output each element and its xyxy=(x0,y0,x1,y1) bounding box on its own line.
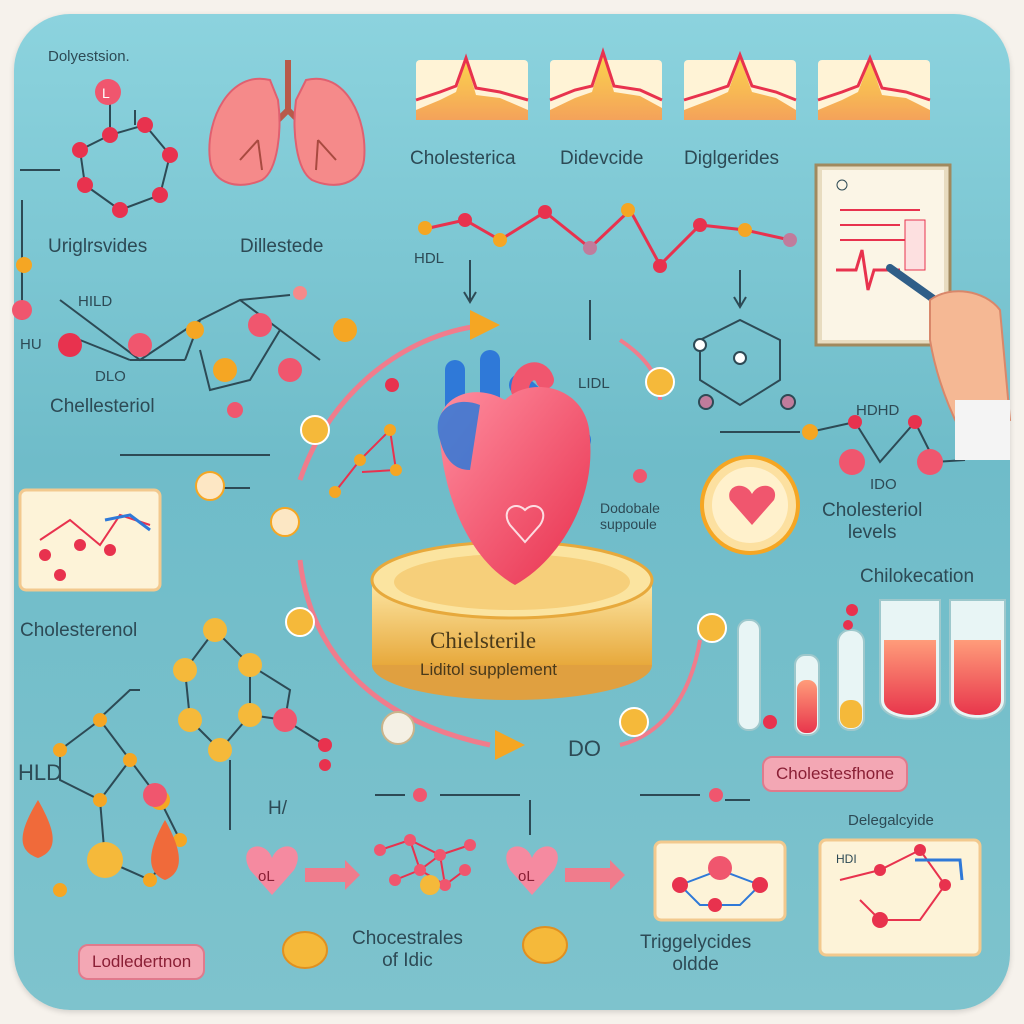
wave-chart-3 xyxy=(683,50,797,120)
label-hdi: HDI xyxy=(836,852,857,866)
wave-chart-4 xyxy=(817,54,931,120)
ring-molecule xyxy=(693,318,796,410)
svg-text:L: L xyxy=(102,85,110,101)
label-dlo: DLO xyxy=(95,368,126,385)
wave-chart-2 xyxy=(549,47,663,120)
label-chart-2: Didevcide xyxy=(560,148,644,169)
label-chilokecation: Chilokecation xyxy=(860,566,975,587)
bottom-left-molecule xyxy=(53,713,187,897)
label-cholesterenol: Cholesterenol xyxy=(20,620,138,641)
right-molecule xyxy=(802,415,966,475)
wave-chart-1 xyxy=(415,53,529,120)
label-lungs-right: Dillestede xyxy=(240,236,324,257)
label-top-left: Dolyestsion. xyxy=(48,48,130,65)
loop-nodes xyxy=(195,367,727,802)
label-trigglycides: Triggelycides oldde xyxy=(640,932,752,975)
plate-title: Chielsterile xyxy=(430,628,537,653)
label-chocestrales: Chocestrales of Idic xyxy=(352,928,463,971)
label-do: DO xyxy=(568,736,601,761)
test-tube-icon xyxy=(737,599,1006,736)
label-delegalcyide: Delegalcyide xyxy=(848,812,934,829)
label-dodobale: Dodobale suppoule xyxy=(600,500,660,532)
label-heart-right: oL xyxy=(518,868,535,885)
clipboard-icon xyxy=(814,163,952,347)
label-hdl: HDL xyxy=(414,250,445,267)
label-chart-3: Diglgerides xyxy=(684,148,780,169)
pill-right: Cholestesfhone xyxy=(762,756,909,792)
label-hu: HU xyxy=(20,336,42,353)
label-cholesteriol: Chellesteriol xyxy=(50,396,155,417)
label-ido: IDO xyxy=(870,476,897,493)
bottom-molecule xyxy=(374,834,476,895)
bottom-card-middle xyxy=(653,840,787,922)
pill-left: Lodledertnon xyxy=(78,944,206,980)
heart-icon xyxy=(437,350,591,585)
small-molecule xyxy=(329,378,402,498)
plate-subtitle: Liditol supplement xyxy=(420,660,558,679)
label-hild: HILD xyxy=(78,293,113,310)
label-heart-left: oL xyxy=(258,868,275,885)
drop-icon xyxy=(22,800,179,880)
capsule-icon xyxy=(282,926,568,969)
label-lidl: LIDL xyxy=(578,375,610,392)
label-lungs-left: Uriglrsvides xyxy=(48,236,148,257)
lungs-icon xyxy=(208,60,366,186)
heart-small-icon xyxy=(246,846,625,895)
left-card xyxy=(18,488,162,592)
hand-pen-icon xyxy=(886,264,1012,460)
chain-molecule xyxy=(418,203,797,273)
label-cholesteriol-levels: Cholesteriol levels xyxy=(822,500,923,543)
bottom-card-right xyxy=(818,838,982,957)
label-h-slash: H/ xyxy=(268,798,287,819)
middle-molecule xyxy=(173,618,332,771)
heart-badge xyxy=(700,455,800,555)
label-chart-1: Cholestericа xyxy=(410,148,516,169)
label-hdhd: HDHD xyxy=(856,402,900,419)
molecule-nodes: L xyxy=(12,79,357,418)
arrow-icon xyxy=(99,260,800,835)
label-hld: HLD xyxy=(18,760,63,785)
